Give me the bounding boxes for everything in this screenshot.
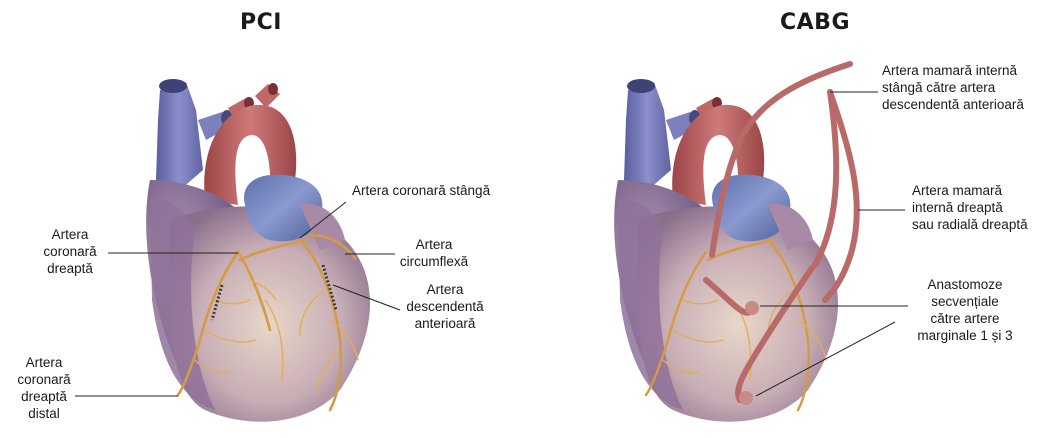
- anastomosis-2: [739, 391, 753, 405]
- anastomosis-1: [745, 301, 759, 315]
- pci-label-rca-line-2: coronară: [30, 243, 110, 260]
- pci-label-circumflex-line-1: Artera: [390, 236, 478, 253]
- pci-label-distal-rca-line-1: Artera: [6, 354, 82, 371]
- pci-label-lad-line-2: descendentă: [400, 298, 490, 315]
- pci-label-left-main-text: Artera coronară stângă: [352, 183, 490, 198]
- cabg-label-rima-line-1: Artera mamară: [912, 182, 1028, 199]
- pci-label-lad: Artera descendentă anterioară: [400, 281, 490, 332]
- pci-label-distal-rca-line-4: distal: [6, 405, 82, 422]
- cabg-vena-cava: [624, 82, 671, 190]
- pci-heart: [146, 79, 370, 422]
- pci-label-distal-rca-line-3: dreaptă: [6, 388, 82, 405]
- cabg-title: CABG: [780, 10, 850, 35]
- cabg-label-rima-line-2: internă dreaptă: [912, 199, 1028, 216]
- cabg-heart: [614, 64, 857, 422]
- cabg-label-lima-line-1: Artera mamară internă: [882, 62, 1024, 79]
- pci-label-left-main: Artera coronară stângă: [352, 182, 490, 199]
- cabg-label-lima-line-2: stângă către artera: [882, 79, 1024, 96]
- cabg-label-anastomoses-line-1: Anastomoze: [900, 276, 1030, 293]
- pci-label-lad-line-3: anterioară: [400, 315, 490, 332]
- pci-vena-cava: [156, 82, 203, 190]
- cabg-label-rima: Artera mamară internă dreaptă sau radial…: [912, 182, 1028, 233]
- pci-label-rca: Artera coronară dreaptă: [30, 226, 110, 277]
- cabg-label-lima-line-3: descendentă anterioară: [882, 96, 1024, 113]
- pci-label-rca-line-1: Artera: [30, 226, 110, 243]
- pci-vena-cava-opening: [159, 79, 187, 93]
- cabg-label-rima-line-3: sau radială dreaptă: [912, 216, 1028, 233]
- pci-label-circumflex-line-2: circumflexă: [390, 253, 478, 270]
- pci-title: PCI: [240, 10, 282, 35]
- pci-label-rca-line-3: dreaptă: [30, 260, 110, 277]
- pci-label-lad-line-1: Artera: [400, 281, 490, 298]
- pci-label-distal-rca: Artera coronară dreaptă distal: [6, 354, 82, 422]
- pci-label-circumflex: Artera circumflexă: [390, 236, 478, 270]
- pci-label-distal-rca-line-2: coronară: [6, 371, 82, 388]
- cabg-label-anastomoses: Anastomoze secvențiale către artere marg…: [900, 276, 1030, 344]
- cabg-label-lima: Artera mamară internă stângă către arter…: [882, 62, 1024, 113]
- cabg-label-anastomoses-line-3: către artere: [900, 310, 1030, 327]
- cabg-label-anastomoses-line-4: marginale 1 și 3: [900, 327, 1030, 344]
- cabg-label-anastomoses-line-2: secvențiale: [900, 293, 1030, 310]
